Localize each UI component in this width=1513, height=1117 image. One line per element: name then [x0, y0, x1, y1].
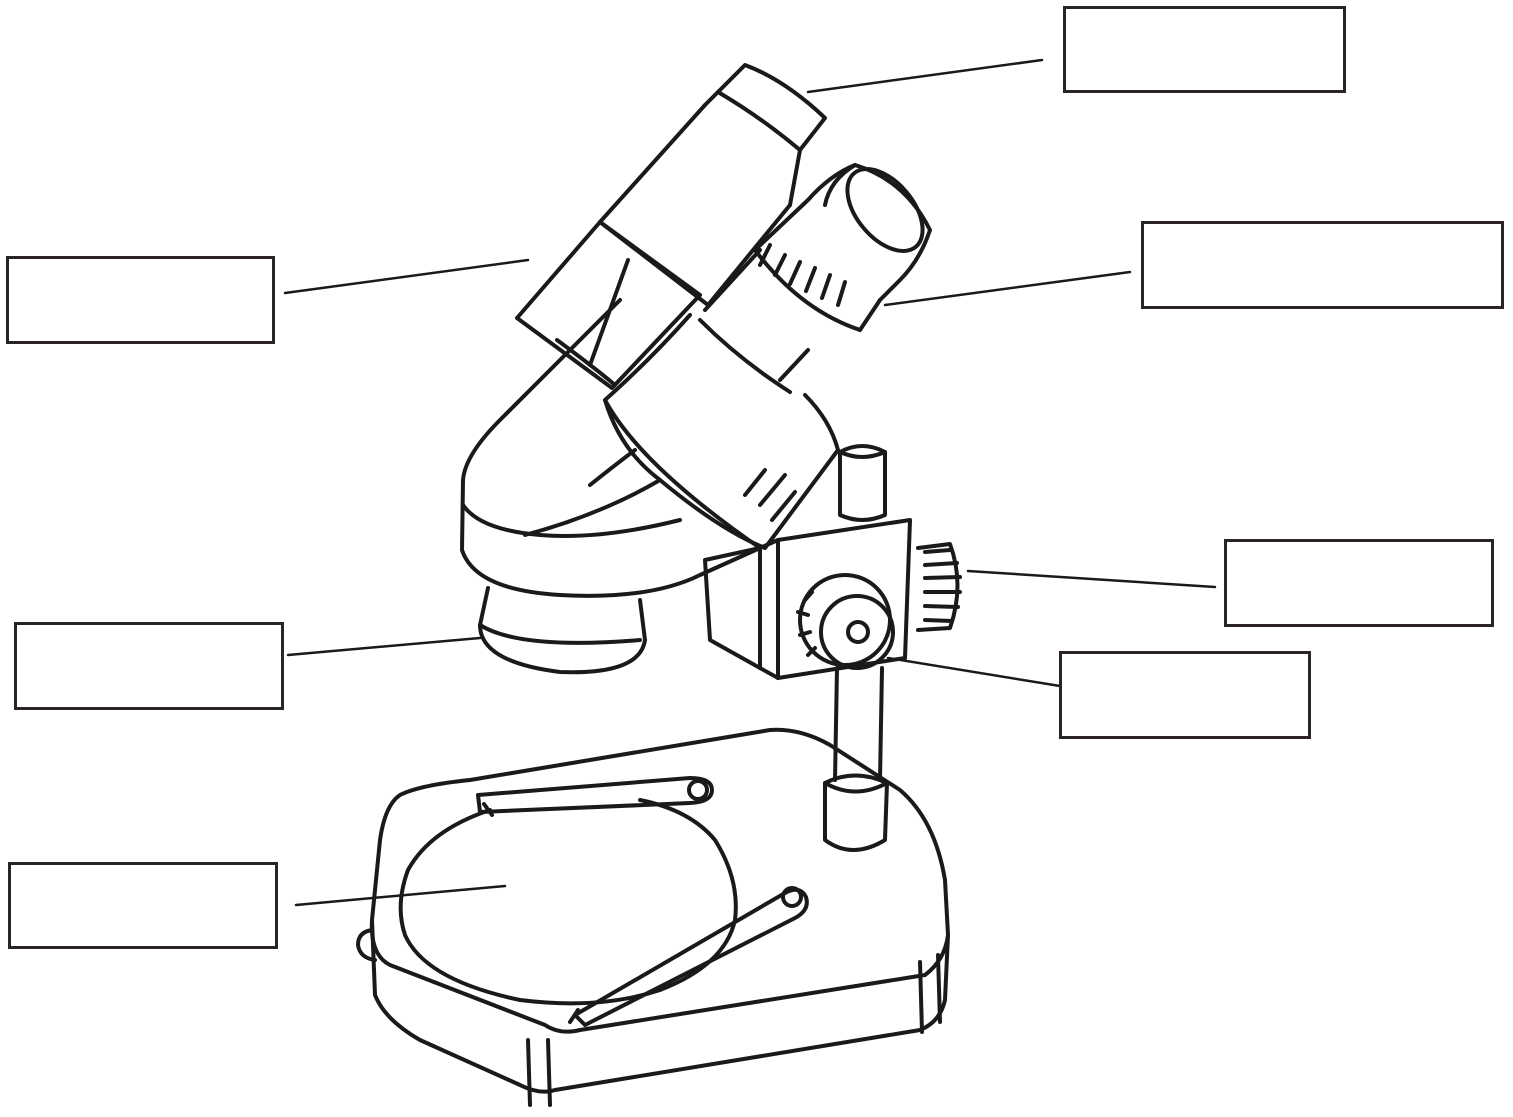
label-box-body-tube[interactable]: [6, 256, 275, 344]
objective-lens: [480, 588, 645, 672]
pillar: [825, 668, 887, 850]
microscope-base: [358, 730, 948, 1105]
label-box-stage-plate[interactable]: [8, 862, 278, 949]
left-eye-tube: [517, 105, 790, 388]
label-box-eyepiece-left[interactable]: [1063, 6, 1346, 93]
label-box-eyepiece-right[interactable]: [1141, 221, 1504, 309]
leader-line-eyepiece-left: [808, 60, 1042, 92]
leader-line-focus-knob: [888, 658, 1060, 686]
left-eyepiece: [705, 65, 825, 205]
leader-line-objective: [288, 638, 480, 655]
stage-clip-bottom: [570, 888, 807, 1025]
label-box-objective-lens[interactable]: [14, 622, 284, 710]
microscope-head: [462, 300, 760, 596]
leader-line-eyepiece-right: [885, 272, 1130, 305]
label-box-zoom-knob[interactable]: [1224, 539, 1494, 627]
right-eye-tube: [605, 315, 838, 548]
leader-line-zoom-knob: [968, 571, 1215, 587]
label-box-focus-knob[interactable]: [1059, 651, 1311, 739]
leader-line-body-tube: [285, 260, 528, 293]
focus-knob: [798, 575, 893, 668]
zoom-knob: [918, 544, 960, 630]
